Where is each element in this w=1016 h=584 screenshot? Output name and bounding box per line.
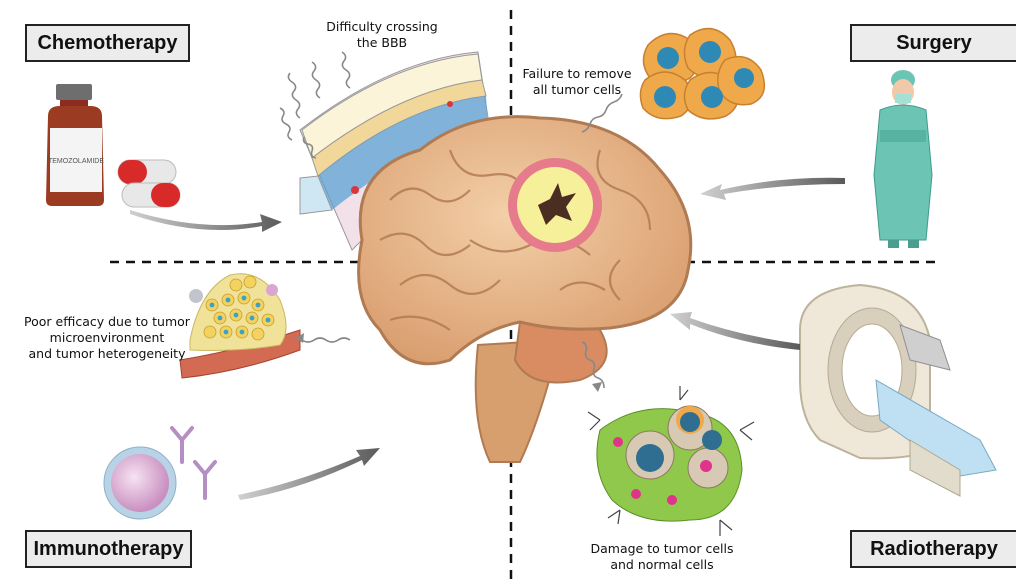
surgery-arrow: [700, 178, 845, 200]
tumor-cell-cluster-icon: [640, 29, 764, 119]
surgery-note-line-2: all tumor cells: [512, 82, 642, 98]
immune-cell-icon: [104, 447, 176, 519]
surgeon-icon: [874, 70, 932, 248]
pill-capsules-icon: [118, 160, 180, 207]
bbb-note: Difficulty crossing the BBB: [312, 19, 452, 51]
surgery-label: Surgery: [850, 24, 1016, 62]
temozolomide-bottle-icon: [46, 84, 104, 206]
chemotherapy-arrow: [130, 210, 282, 232]
immuno-note-line-2: microenvironment: [12, 330, 202, 346]
immuno-note-line-1: Poor efficacy due to tumor: [12, 314, 202, 330]
immuno-note: Poor efficacy due to tumor microenvironm…: [12, 314, 202, 362]
surgery-note-line-1: Failure to remove: [512, 66, 642, 82]
radiotherapy-label: Radiotherapy: [850, 530, 1016, 568]
immuno-note-line-3: and tumor heterogeneity: [12, 346, 202, 362]
radio-note: Damage to tumor cells and normal cells: [582, 541, 742, 573]
antibody-icon: [172, 428, 215, 498]
damaged-cells-icon: [588, 386, 754, 536]
brain-illustration: [359, 117, 691, 462]
bottle-label: TEMOZOLAMIDE: [48, 158, 104, 165]
bbb-note-line-1: Difficulty crossing: [312, 19, 452, 35]
radio-note-line-1: Damage to tumor cells: [582, 541, 742, 557]
radiotherapy-machine-icon: [800, 285, 996, 496]
bbb-note-line-2: the BBB: [312, 35, 452, 51]
radio-squiggle-head: [592, 382, 602, 392]
chemotherapy-label: Chemotherapy: [25, 24, 190, 62]
immuno-squiggle-arrow: [296, 338, 350, 342]
immunotherapy-label: Immunotherapy: [25, 530, 192, 568]
immunotherapy-arrow: [238, 448, 380, 500]
radiotherapy-arrow: [670, 312, 800, 350]
surgery-note: Failure to remove all tumor cells: [512, 66, 642, 98]
radio-note-line-2: and normal cells: [582, 557, 742, 573]
